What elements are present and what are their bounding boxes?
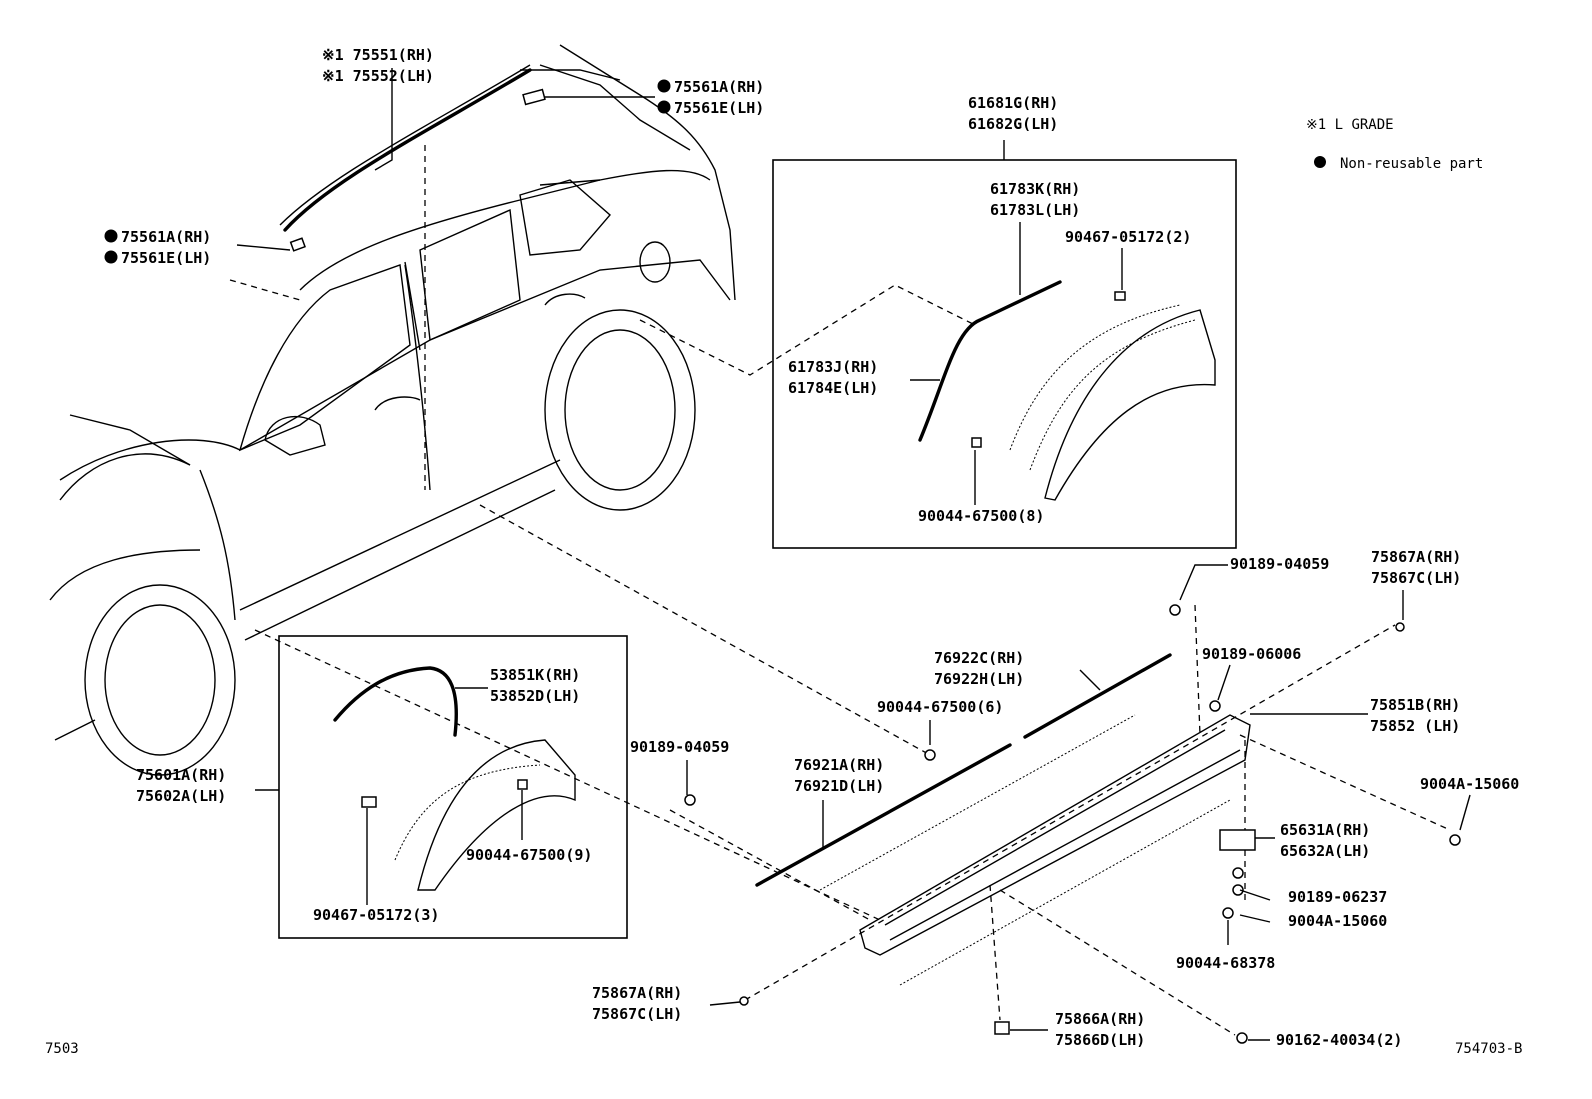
label-75867a-l: 75867A(RH) 75867C(LH) xyxy=(592,984,682,1023)
label-76921a: 76921A(RH) 76921D(LH) xyxy=(794,756,884,795)
part-number-line: 76921D(LH) xyxy=(794,777,884,795)
label-90189-04059-l: 90189-04059 xyxy=(630,738,729,756)
part-number-line: 61783L(LH) xyxy=(990,201,1080,219)
nonreusable-dot-icon xyxy=(1314,156,1326,168)
part-number-line: 75851B(RH) xyxy=(1370,696,1460,714)
part-number-line: 75561E(LH) xyxy=(674,99,764,117)
part-number-line: 90044-67500(8) xyxy=(918,507,1044,525)
part-number-line: 75866A(RH) xyxy=(1055,1010,1145,1028)
leader-lines xyxy=(236,68,1471,1041)
part-number-line: 90044-68378 xyxy=(1176,954,1275,972)
front-fender-parts xyxy=(333,666,576,891)
label-75551-75552: ※1 75551(RH) ※1 75552(LH) xyxy=(322,46,434,85)
label-61783k: 61783K(RH) 61783L(LH) xyxy=(990,180,1080,219)
part-number-line: 90162-40034(2) xyxy=(1276,1031,1402,1049)
label-90044-68378: 90044-68378 xyxy=(1176,954,1275,972)
part-number-line: 75602A(LH) xyxy=(136,787,226,805)
label-75561a-left: 75561A(RH) 75561E(LH) xyxy=(104,228,211,267)
label-90044-6: 90044-67500(6) xyxy=(877,698,1003,716)
part-number-line: 65632A(LH) xyxy=(1280,842,1370,860)
part-number-line: 75867C(LH) xyxy=(1371,569,1461,587)
label-75601a: 75601A(RH) 75602A(LH) xyxy=(136,766,226,805)
label-76922c: 76922C(RH) 76922H(LH) xyxy=(934,649,1024,688)
label-90467-2: 90467-05172(2) xyxy=(1065,228,1191,246)
part-number-line: 75852 (LH) xyxy=(1370,717,1460,735)
label-90189-06237: 90189-06237 xyxy=(1288,888,1387,906)
part-number-line: 90467-05172(3) xyxy=(313,906,439,924)
part-number-line: 90189-04059 xyxy=(1230,555,1329,573)
dashed-guides xyxy=(229,145,1451,1036)
part-number-line: 75561E(LH) xyxy=(121,249,211,267)
part-number-line: 65631A(RH) xyxy=(1280,821,1370,839)
part-number-line: 75867C(LH) xyxy=(592,1005,682,1023)
part-number-line: 90467-05172(2) xyxy=(1065,228,1191,246)
nonreusable-dot-icon xyxy=(657,79,671,93)
nonreusable-dot-icon xyxy=(104,229,118,243)
label-65631a: 65631A(RH) 65632A(LH) xyxy=(1280,821,1370,860)
part-number-line: ※1 75552(LH) xyxy=(322,67,434,85)
label-90189-04059-r: 90189-04059 xyxy=(1230,555,1329,573)
legend-grade-note: ※1 L GRADE xyxy=(1306,117,1394,133)
part-number-line: 90044-67500(9) xyxy=(466,846,592,864)
part-number-line: 75867A(RH) xyxy=(1371,548,1461,566)
label-90467-3: 90467-05172(3) xyxy=(313,906,439,924)
rear-fender-parts xyxy=(918,280,1216,501)
rocker-panel-parts xyxy=(684,604,1461,1044)
part-number-line: 76922C(RH) xyxy=(934,649,1024,667)
part-number-line: 53852D(LH) xyxy=(490,687,580,705)
footer-left-code: 7503 xyxy=(45,1041,79,1057)
part-number-line: 53851K(RH) xyxy=(490,666,580,684)
label-90044-8: 90044-67500(8) xyxy=(918,507,1044,525)
nonreusable-dot-icon xyxy=(657,100,671,114)
callout-labels: ※1 75551(RH) ※1 75552(LH) 75561A(RH) 75561E… xyxy=(104,46,1519,1049)
label-75867a-r: 75867A(RH) 75867C(LH) xyxy=(1371,548,1461,587)
part-number-line: 75561A(RH) xyxy=(674,78,764,96)
part-number-line: ※1 75551(RH) xyxy=(322,46,434,64)
footer-right-code: 754703-B xyxy=(1455,1041,1522,1057)
part-number-line: 75601A(RH) xyxy=(136,766,226,784)
label-90189-06006: 90189-06006 xyxy=(1202,645,1301,663)
label-90044-9: 90044-67500(9) xyxy=(466,846,592,864)
part-number-line: 61682G(LH) xyxy=(968,115,1058,133)
label-53851k: 53851K(RH) 53852D(LH) xyxy=(490,666,580,705)
part-number-line: 90189-06006 xyxy=(1202,645,1301,663)
label-61783j: 61783J(RH) 61784E(LH) xyxy=(788,358,878,397)
part-number-line: 90189-06237 xyxy=(1288,888,1387,906)
label-9004a-b: 9004A-15060 xyxy=(1288,912,1387,930)
label-61681g: 61681G(RH) 61682G(LH) xyxy=(968,94,1058,133)
part-number-line: 75867A(RH) xyxy=(592,984,682,1002)
part-number-line: 90189-04059 xyxy=(630,738,729,756)
part-number-line: 76921A(RH) xyxy=(794,756,884,774)
part-number-line: 90044-67500(6) xyxy=(877,698,1003,716)
label-9004a-r: 9004A-15060 xyxy=(1420,775,1519,793)
part-number-line: 75561A(RH) xyxy=(121,228,211,246)
vehicle-outline xyxy=(49,44,736,776)
part-number-line: 61681G(RH) xyxy=(968,94,1058,112)
label-75561a-top: 75561A(RH) 75561E(LH) xyxy=(657,78,764,117)
part-number-line: 61783J(RH) xyxy=(788,358,878,376)
part-number-line: 76922H(LH) xyxy=(934,670,1024,688)
label-90162: 90162-40034(2) xyxy=(1276,1031,1402,1049)
front-fender-inset-box xyxy=(278,635,628,939)
part-number-line: 9004A-15060 xyxy=(1420,775,1519,793)
part-number-line: 61783K(RH) xyxy=(990,180,1080,198)
legend-nonreusable: Non-reusable part xyxy=(1340,156,1483,172)
part-number-line: 61784E(LH) xyxy=(788,379,878,397)
nonreusable-dot-icon xyxy=(104,250,118,264)
legend: ※1 L GRADE Non-reusable part xyxy=(1306,117,1483,172)
part-number-line: 75866D(LH) xyxy=(1055,1031,1145,1049)
part-number-line: 9004A-15060 xyxy=(1288,912,1387,930)
label-75866a: 75866A(RH) 75866D(LH) xyxy=(1055,1010,1145,1049)
label-75851b: 75851B(RH) 75852 (LH) xyxy=(1370,696,1460,735)
